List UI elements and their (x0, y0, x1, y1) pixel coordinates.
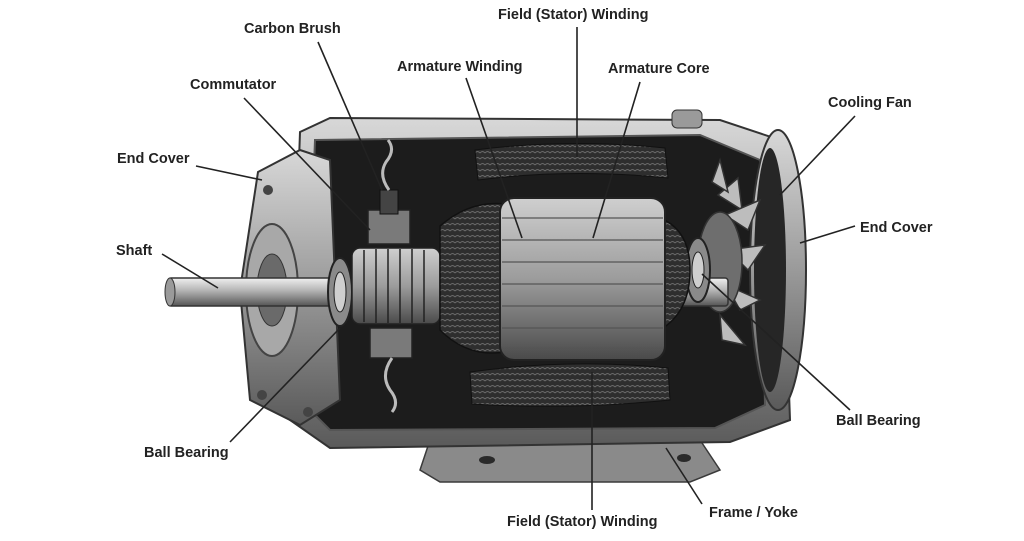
leader-end-cover-left (195, 165, 263, 181)
leader-commutator (243, 97, 371, 231)
leader-frame-yoke (665, 447, 703, 505)
commutator (351, 247, 441, 325)
field-winding-top (474, 142, 669, 181)
label-end-cover-left: End Cover (117, 151, 190, 167)
carbon-brush-bottom (369, 327, 413, 413)
label-armature-winding: Armature Winding (397, 59, 523, 75)
leader-armature-core (592, 81, 641, 239)
leader-cooling-fan (779, 115, 856, 196)
ball-bearing-left (327, 257, 353, 327)
label-ball-bearing-left: Ball Bearing (144, 445, 229, 461)
label-armature-core: Armature Core (608, 61, 710, 77)
leader-armature-winding (465, 77, 523, 239)
leader-end-cover-right (799, 225, 856, 244)
label-end-cover-right: End Cover (860, 220, 933, 236)
ball-bearing-right (685, 237, 711, 303)
leader-lines (161, 27, 856, 510)
carbon-brush-top (367, 139, 411, 245)
leader-shaft (161, 253, 219, 289)
label-field-winding-top: Field (Stator) Winding (498, 7, 649, 23)
label-ball-bearing-right: Ball Bearing (836, 413, 921, 429)
leader-carbon-brush (317, 41, 383, 191)
label-commutator: Commutator (190, 77, 277, 93)
leader-ball-bearing-right (701, 273, 851, 411)
label-cooling-fan: Cooling Fan (828, 95, 912, 111)
armature-core (499, 197, 666, 361)
label-shaft: Shaft (116, 243, 153, 259)
field-winding-bottom (469, 363, 671, 407)
armature-winding (439, 202, 691, 354)
right-end-cover (749, 129, 807, 411)
label-field-winding-bottom: Field (Stator) Winding (507, 514, 658, 530)
leader-ball-bearing-left (229, 327, 341, 443)
label-frame-yoke: Frame / Yoke (709, 505, 798, 521)
label-carbon-brush: Carbon Brush (244, 21, 341, 37)
